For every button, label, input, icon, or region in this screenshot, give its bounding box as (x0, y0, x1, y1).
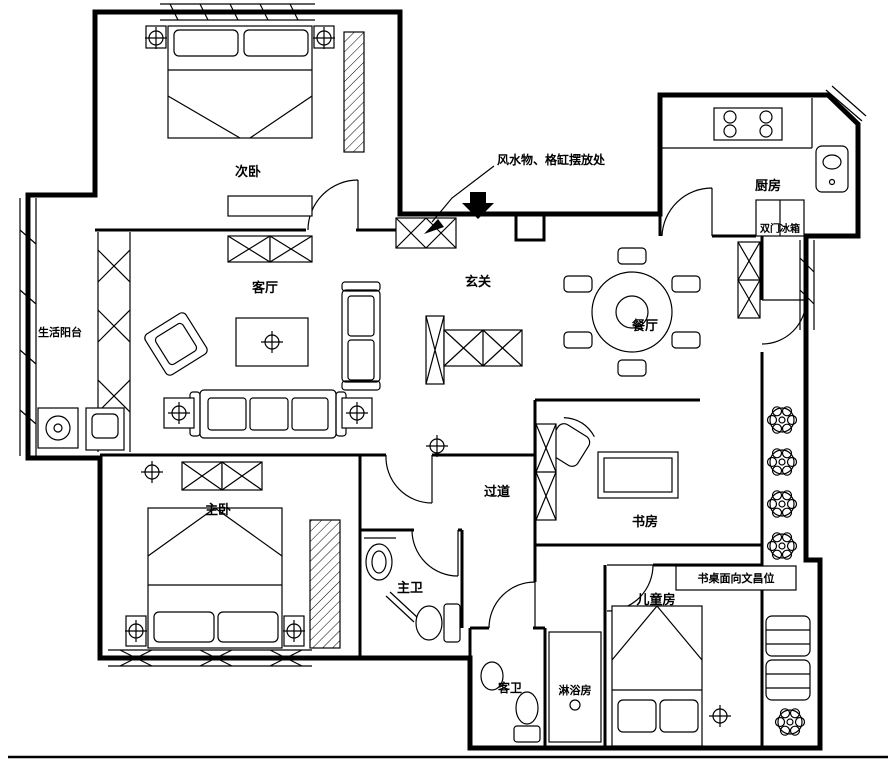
shower-screen (385, 591, 419, 623)
door-master-bath (411, 529, 459, 577)
label-kitchen: 厨房 (755, 178, 781, 194)
wenchang-note: 书桌面向文昌位 (698, 571, 775, 585)
plant-icon (766, 406, 798, 434)
room-dining (563, 241, 761, 377)
room-secondary-bedroom (144, 25, 365, 217)
balcony-chair (765, 615, 811, 657)
desk (597, 451, 679, 499)
windows (19, 3, 867, 667)
room-entry (395, 192, 523, 385)
plant-icon (766, 448, 798, 476)
dresser (227, 195, 313, 217)
chair (671, 275, 701, 293)
window-dining-right (799, 240, 815, 330)
balcony-right (765, 406, 811, 736)
leader-arrowhead (424, 219, 444, 234)
doors (307, 179, 807, 629)
window-living-balcony (97, 232, 131, 452)
label-guest-bath: 客卫 (497, 680, 522, 695)
label-fridge: 双门冰箱 (760, 222, 800, 235)
label-master-bedroom: 主卧 (205, 502, 231, 518)
bath-sink (480, 661, 504, 691)
pillow (173, 29, 239, 57)
balcony-chair (765, 659, 811, 701)
room-labels: 次卧 客厅 生活阳台 玄关 厨房 双门冰箱 餐厅 过道 书房 主卧 主卫 客卫 … (38, 164, 800, 697)
room-master-bath (364, 537, 461, 643)
room-guest-bath (480, 661, 541, 743)
wardrobe (309, 519, 341, 649)
label-dining: 餐厅 (631, 318, 658, 334)
sofa (189, 389, 347, 439)
loveseat (341, 281, 381, 391)
fengshui-note: 风水物、格缸摆放处 (497, 152, 606, 167)
outer-walls (25, 9, 861, 751)
wenchang-box (675, 565, 797, 591)
chair (617, 359, 647, 377)
entry-arrow-icon (462, 192, 494, 219)
label-kids-room: 儿童房 (635, 592, 675, 608)
room-service-balcony (37, 407, 125, 451)
pillow (617, 699, 657, 733)
annotations: 风水物、格缸摆放处 书桌面向文昌位 (424, 152, 797, 591)
lamp-symbol (708, 704, 732, 728)
label-secondary-bedroom: 次卧 (235, 164, 261, 180)
bath-sink (365, 543, 393, 581)
room-kids (611, 605, 732, 747)
room-study (425, 417, 679, 521)
pillow (659, 699, 699, 733)
plant-icon (766, 490, 798, 518)
label-shower: 淋浴房 (559, 683, 592, 697)
label-corridor: 过道 (484, 484, 510, 500)
window-bedroom2-top (160, 3, 315, 21)
pillow (153, 611, 215, 643)
window-master-bottom (108, 649, 312, 667)
drain (569, 699, 581, 711)
label-entry: 玄关 (465, 274, 491, 290)
pillow (217, 611, 279, 643)
chair (563, 275, 593, 293)
chair (617, 247, 647, 265)
desk-chair (545, 417, 595, 467)
dining-table (591, 271, 673, 353)
door-balcony-right (761, 299, 807, 345)
room-shower (548, 631, 602, 743)
label-service-balcony: 生活阳台 (38, 325, 82, 339)
window-balcony-left (19, 198, 37, 456)
room-master-bedroom (124, 460, 341, 649)
window-kitchen-corner (825, 85, 867, 122)
room-living (144, 235, 381, 439)
door-bedroom2 (307, 179, 359, 231)
pillow (243, 29, 309, 57)
toilet (415, 605, 443, 641)
chair (671, 331, 701, 349)
entry-column (514, 212, 546, 242)
door-kitchen (661, 187, 713, 237)
label-master-bath: 主卫 (397, 580, 423, 596)
toilet (515, 691, 539, 725)
plant-icon (766, 532, 798, 560)
armchair (144, 312, 208, 376)
wardrobe (343, 31, 365, 153)
toilet-tank (443, 603, 461, 643)
label-living-room: 客厅 (252, 280, 278, 296)
plant-icon (774, 708, 806, 736)
door-master-bedroom (385, 454, 433, 504)
stove (713, 107, 783, 141)
chair (563, 331, 593, 349)
toilet-tank (513, 725, 541, 743)
room-kitchen (662, 98, 849, 237)
washing-machine (37, 407, 79, 449)
label-study: 书房 (632, 514, 658, 530)
door-guest-bath (488, 581, 536, 629)
lamp-symbol (140, 460, 164, 484)
